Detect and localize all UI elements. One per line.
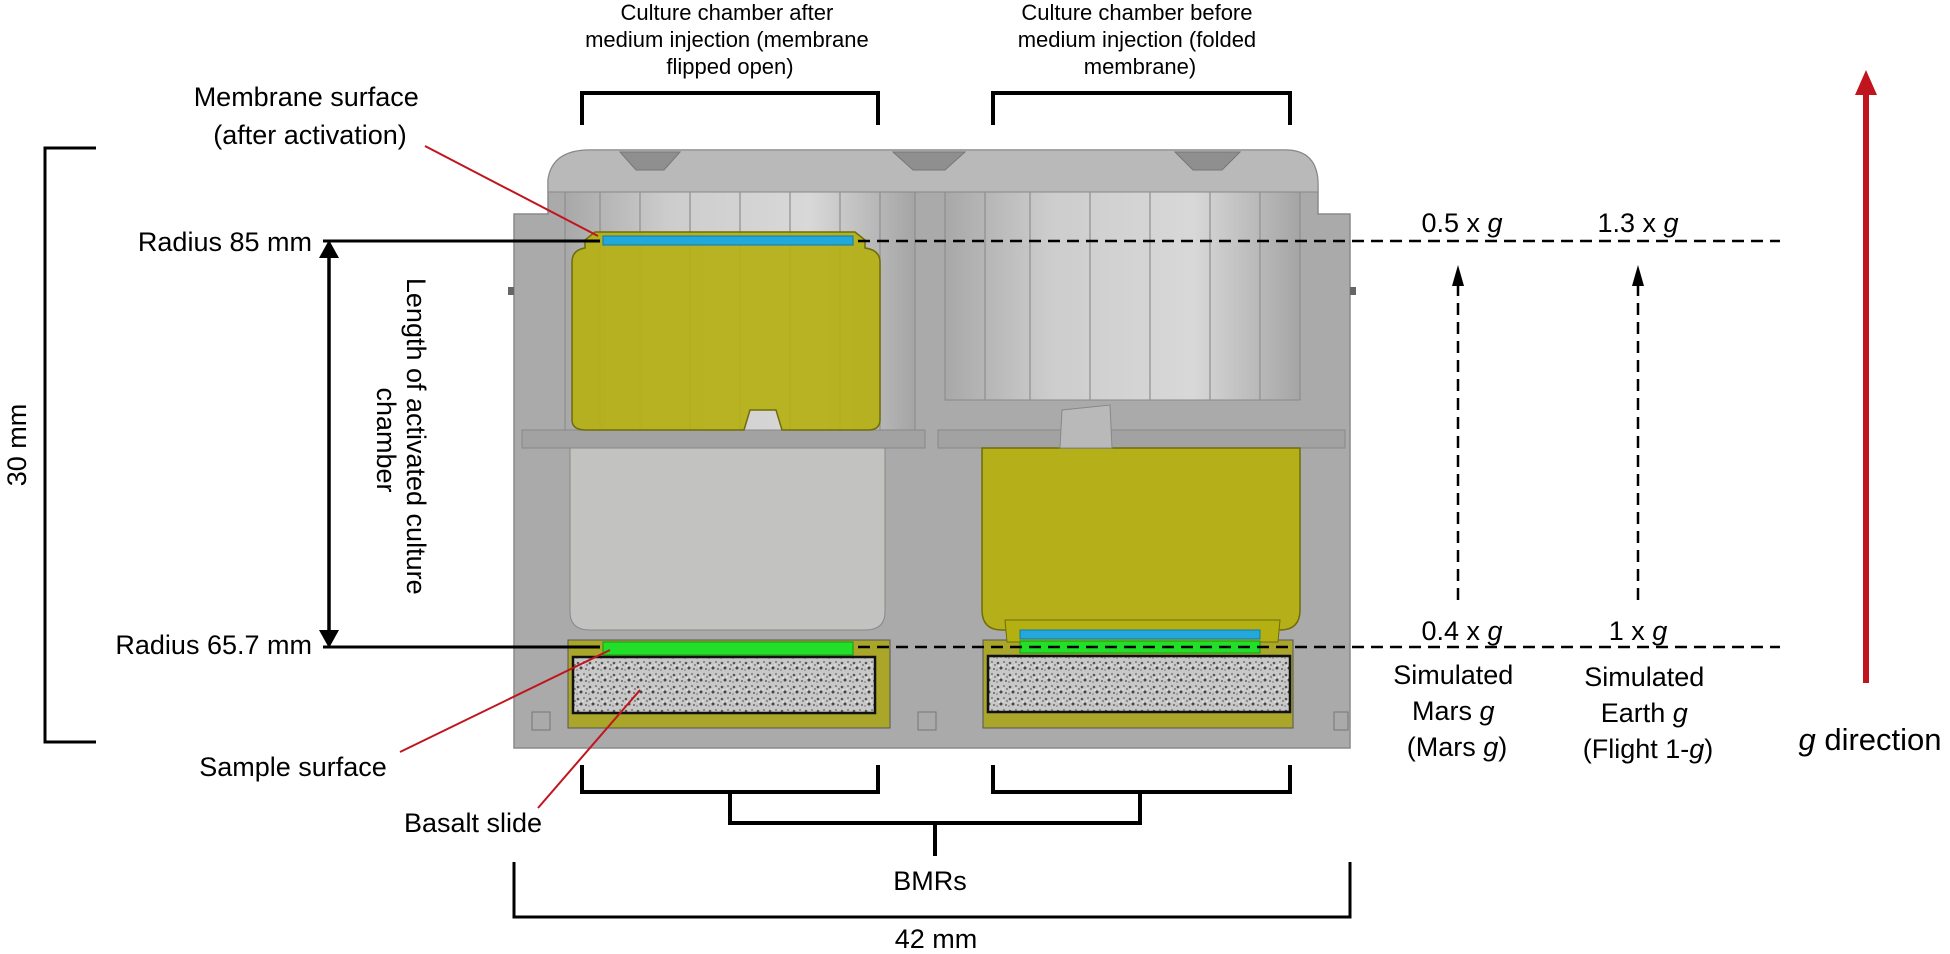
culture-medium xyxy=(571,231,1301,643)
basalt-label: Basalt slide xyxy=(404,808,542,838)
chamber-brackets-top xyxy=(580,91,1292,125)
height-label: 30 mm xyxy=(2,404,32,487)
svg-text:Simulated Earth g: Simulated Earth g (Flight 1-g) xyxy=(1583,662,1714,764)
earth-column: 1.3 x g 1 x g Simulated Earth g (Flight … xyxy=(1583,208,1714,764)
sample-label: Sample surface xyxy=(199,752,387,782)
svg-text:1 x g: 1 x g xyxy=(1609,616,1668,646)
chamber-length-arrow xyxy=(319,240,339,648)
radius-top-label: Radius 85 mm xyxy=(138,227,312,257)
membrane-pointer xyxy=(424,145,599,237)
chamber-length-label: Length of activated culture chamber xyxy=(371,278,431,602)
title-left: Culture chamber after medium injection (… xyxy=(585,0,875,79)
g-direction-label: g direction xyxy=(1798,722,1941,757)
svg-text:0.5 x g: 0.5 x g xyxy=(1421,208,1502,238)
svg-text:1.3 x g: 1.3 x g xyxy=(1597,208,1678,238)
basalt-pointer xyxy=(537,689,641,809)
basalt-slide xyxy=(571,654,1292,715)
height-bracket xyxy=(43,146,96,744)
sample-pointer xyxy=(399,649,611,753)
title-right: Culture chamber before medium injection … xyxy=(1018,0,1263,79)
mars-column: 0.5 x g 0.4 x g Simulated Mars g (Mars g… xyxy=(1393,208,1521,762)
membrane-surface xyxy=(602,235,1261,640)
svg-text:0.4 x g: 0.4 x g xyxy=(1421,616,1502,646)
g-direction-arrow xyxy=(1855,70,1877,683)
width-bracket xyxy=(512,862,1352,919)
width-label: 42 mm xyxy=(895,924,978,954)
bmrs-label: BMRs xyxy=(893,866,967,896)
membrane-label: Membrane surface (after activation) xyxy=(194,82,427,150)
bmr-brackets xyxy=(580,765,1292,856)
sample-surface xyxy=(602,640,1261,656)
svg-text:Simulated Mars g (: Simulated Mars g (Mars g) xyxy=(1393,660,1521,762)
radius-bottom-label: Radius 65.7 mm xyxy=(115,630,312,660)
